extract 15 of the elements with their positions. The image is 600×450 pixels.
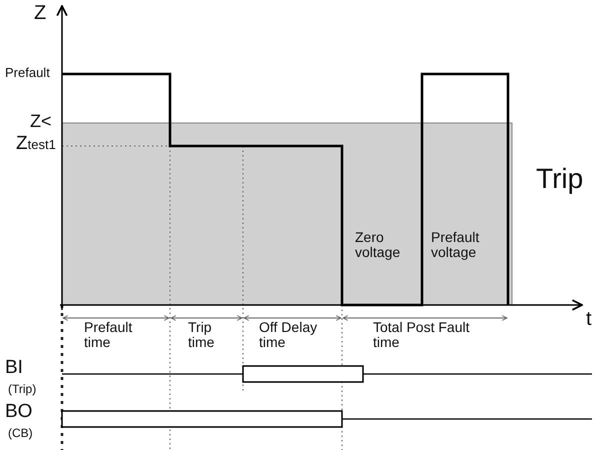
region-label: Prefault voltage [431, 230, 480, 261]
tick-label: Prefault [5, 66, 50, 80]
signal-label: BI [5, 358, 23, 379]
tick-label: Z< [30, 112, 52, 132]
signal-label: BO [5, 402, 32, 423]
signal-label: (Trip) [8, 383, 36, 396]
time-label: Prefault time [84, 320, 134, 351]
axis-label: t [586, 308, 592, 330]
time-label: Off Delay time [259, 320, 318, 351]
time-label: Total Post Fault time [373, 320, 470, 351]
region-label: Trip [536, 164, 584, 195]
region-label: Zero voltage [355, 230, 402, 261]
axis-label: Z [34, 2, 46, 24]
signal-label: (CB) [8, 427, 33, 440]
time-label: Trip time [188, 320, 216, 351]
